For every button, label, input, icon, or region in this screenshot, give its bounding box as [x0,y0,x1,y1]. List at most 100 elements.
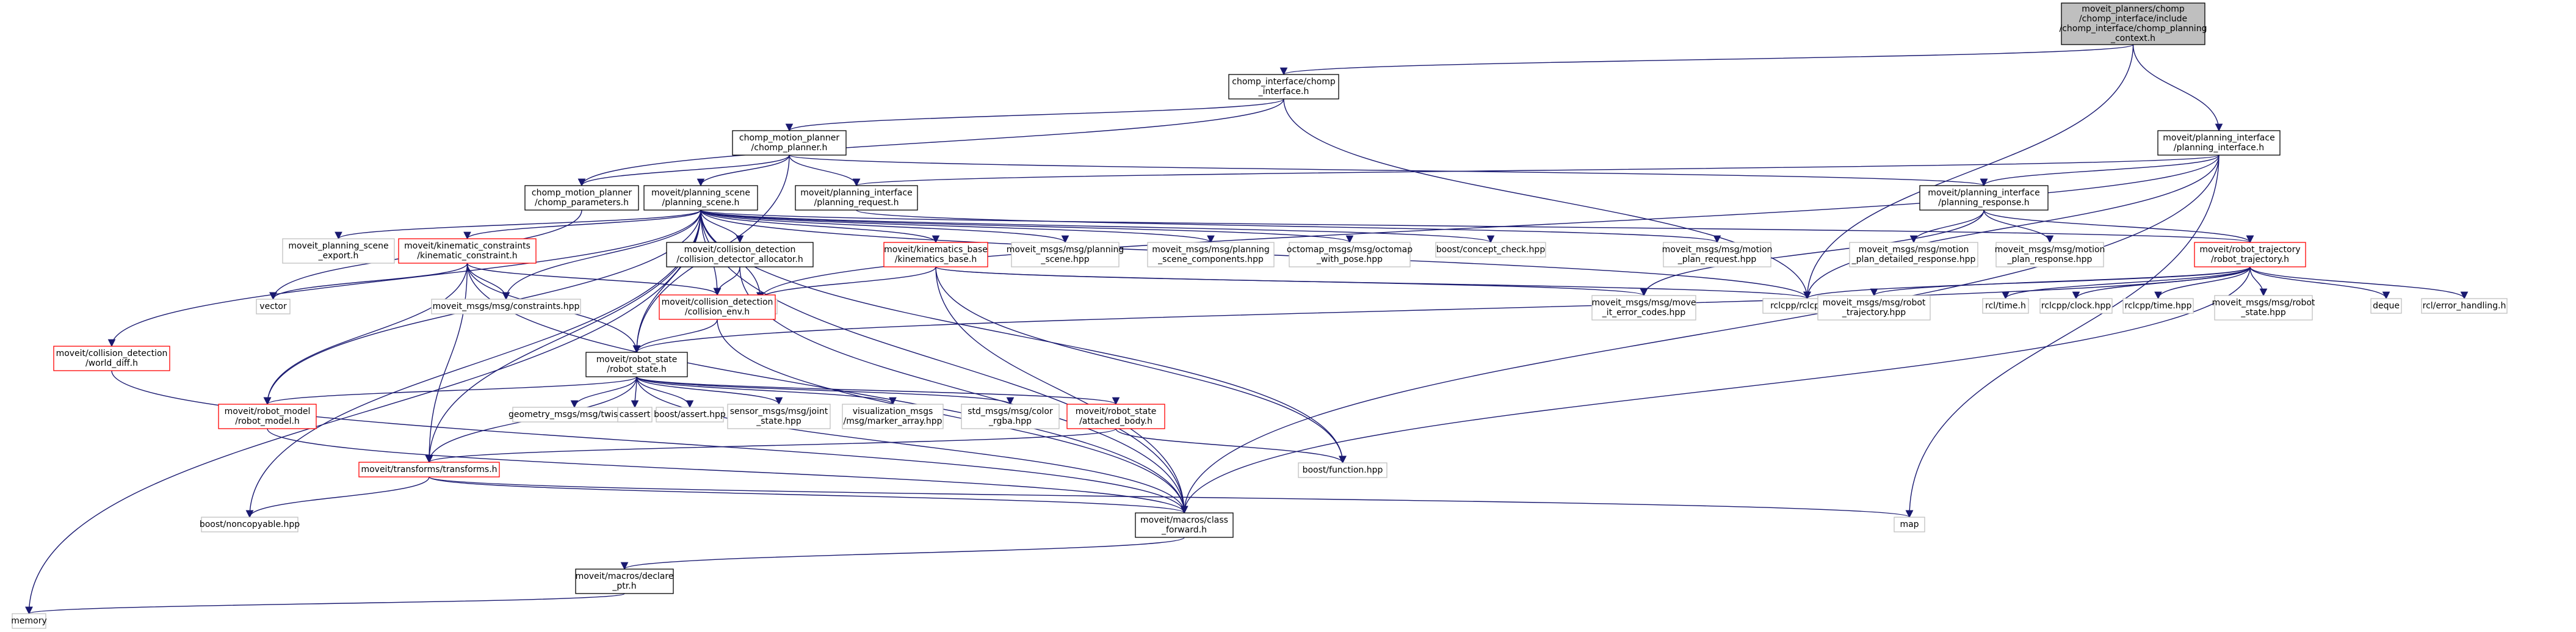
edge-planning_response-to-motion_plan_detailed [1909,209,1984,244]
node-deque: deque [2370,298,2402,314]
node-label-line: moveit_msgs/msg/robot [2212,298,2315,308]
node-marker_array: visualization_msgs/msg/marker_array.hpp [842,404,944,429]
node-transforms[interactable]: moveit/transforms/transforms.h [358,462,500,478]
node-label-line: moveit_planners/chomp [2082,4,2185,14]
node-label-line: /collision_detector_allocator.h [676,255,803,264]
node-label-line: _state.hpp [2240,308,2286,318]
node-collision_env[interactable]: moveit/collision_detection/collision_env… [659,294,776,320]
node-box [1298,462,1387,478]
node-label-line: _state.hpp [756,416,801,426]
node-cassert: cassert [617,407,653,423]
edge-transforms-to-class_forward [429,476,1188,514]
node-label-line: rclcpp/clock.hpp [2041,301,2111,311]
node-chomp_params[interactable]: chomp_motion_planner/chomp_parameters.h [524,185,639,211]
node-planning_scene[interactable]: moveit/planning_scene/planning_scene.h [643,185,758,211]
edge-planning_scene-to-kin_constraint [463,209,701,240]
node-box [2214,295,2313,321]
node-box [53,346,170,371]
node-label-line: moveit_msgs/msg/robot [1823,298,1926,308]
node-label-line: /planning_scene.h [662,198,740,208]
node-box [12,613,46,629]
edge-attached_body-to-boost_function [1115,428,1347,464]
edge-robot_state-to-twist_hpp [570,376,637,409]
node-robot_traj_hpp: moveit_msgs/msg/robot_trajectory.hpp [1817,295,1931,321]
node-boost_assert: boost/assert.hpp [654,407,726,423]
node-label-line: _plan_detailed_response.hpp [1851,255,1976,264]
node-rclcpp_clock: rclcpp/clock.hpp [2039,298,2113,314]
node-label-line: chomp_motion_planner [532,188,632,198]
node-box [1135,512,1234,538]
edge-planning_scene-to-memory [25,209,701,615]
node-label-line: moveit/robot_model [225,407,311,416]
node-robot_traj[interactable]: moveit/robot_trajectory/robot_trajectory… [2194,242,2306,267]
node-box [2061,2,2205,45]
node-chomp_planner[interactable]: chomp_motion_planner/chomp_planner.h [732,130,847,156]
edge-planning_scene-to-cd_alloc [700,209,744,244]
node-attached_body[interactable]: moveit/robot_state/attached_body.h [1066,404,1165,429]
node-robot_model[interactable]: moveit/robot_model/robot_model.h [218,404,317,429]
node-label-line: rcl/error_handling.h [2423,301,2506,311]
node-label-line: /chomp_interface/chomp_planning [2060,24,2207,34]
node-box [1817,295,1931,321]
node-label-line: map [1900,520,1919,529]
node-label-line: /world_diff.h [85,358,138,368]
node-label-line: /planning_interface.h [2174,143,2264,153]
node-label-line: moveit/robot_trajectory [2199,245,2300,255]
node-cd_alloc[interactable]: moveit/collision_detection/collision_det… [666,242,814,267]
node-label-line: _scene_components.hpp [1157,255,1264,264]
node-box [656,407,724,423]
node-label-line: moveit/robot_state [1076,407,1157,416]
node-planning_request[interactable]: moveit/planning_interface/planning_reque… [795,185,918,211]
node-label-line: std_msgs/msg/color [968,407,1053,416]
node-robot_state[interactable]: moveit/robot_state/robot_state.h [585,352,688,377]
node-box [2039,298,2113,314]
node-label-line: octomap_msgs/msg/octomap [1287,245,1413,255]
node-box [1147,242,1275,267]
node-planning_iface[interactable]: moveit/planning_interface/planning_inter… [2157,130,2281,156]
node-moveit_error: moveit_msgs/msg/move_it_error_codes.hpp [1591,295,1696,321]
node-box [2122,298,2194,314]
node-label-line: _with_pose.hpp [1316,255,1383,264]
edge-robot_traj-to-robot_state [633,266,2251,354]
node-robot_state_hpp: moveit_msgs/msg/robot_state.hpp [2212,295,2315,321]
node-motion_plan_req: moveit_msgs/msg/motion_plan_request.hpp [1662,242,1772,267]
node-label-line: moveit/collision_detection [684,245,796,255]
edge-kin_constraint-to-collision_env [466,263,722,296]
node-label-line: _export.h [318,251,359,261]
edge-root-to-chomp_iface [1280,44,2134,76]
node-chomp_iface[interactable]: chomp_interface/chomp_interface.h [1228,74,1339,100]
node-box [431,299,581,314]
node-scene_export: moveit_planning_scene_export.h [282,238,395,264]
edge-chomp_iface-to-chomp_params [577,98,1284,187]
node-box [1849,242,1978,267]
node-cd_world_diff[interactable]: moveit/collision_detection/world_diff.h [53,346,170,371]
node-kin_constraint[interactable]: moveit/kinematic_constraints/kinematic_c… [398,238,537,264]
edge-kin_constraint-to-transforms [425,263,468,463]
node-box [643,185,758,211]
node-map: map [1894,517,1925,532]
node-kin_base[interactable]: moveit/kinematics_base/kinematics_base.h [883,242,988,267]
node-box [1435,242,1546,258]
edge-kin_base-to-string [756,266,936,300]
node-twist_hpp: geometry_msgs/msg/twist.hpp [508,407,640,423]
node-label-line: boost/noncopyable.hpp [200,520,300,529]
edge-kin_constraint-to-vector [269,263,468,300]
edge-planning_response-to-moveit_error [1640,209,1984,297]
edge-planning_scene-to-ps_hpp [700,209,1069,244]
node-label-line: moveit/planning_interface [800,188,912,198]
node-planning_response[interactable]: moveit/planning_interface/planning_respo… [1919,185,2049,211]
node-label-line: moveit_planning_scene [288,241,388,251]
node-declare_ptr[interactable]: moveit/macros/declare_ptr.h [575,568,674,594]
node-box [1982,298,2029,314]
node-root[interactable]: moveit_planners/chomp/chomp_interface/in… [2060,2,2207,45]
node-label-line: /planning_response.h [1938,198,2029,208]
edge-planning_scene-to-concept_check [700,209,1494,244]
node-label-line: /chomp_planner.h [751,143,828,153]
edge-root-to-planning_iface [2132,44,2223,132]
node-class_forward[interactable]: moveit/macros/class_forward.h [1135,512,1234,538]
node-label-line: _trajectory.hpp [1842,308,1906,318]
node-box [256,299,291,314]
node-label-line: rcl/time.h [1985,301,2026,311]
edge-robot_traj-to-deque [2249,266,2390,300]
